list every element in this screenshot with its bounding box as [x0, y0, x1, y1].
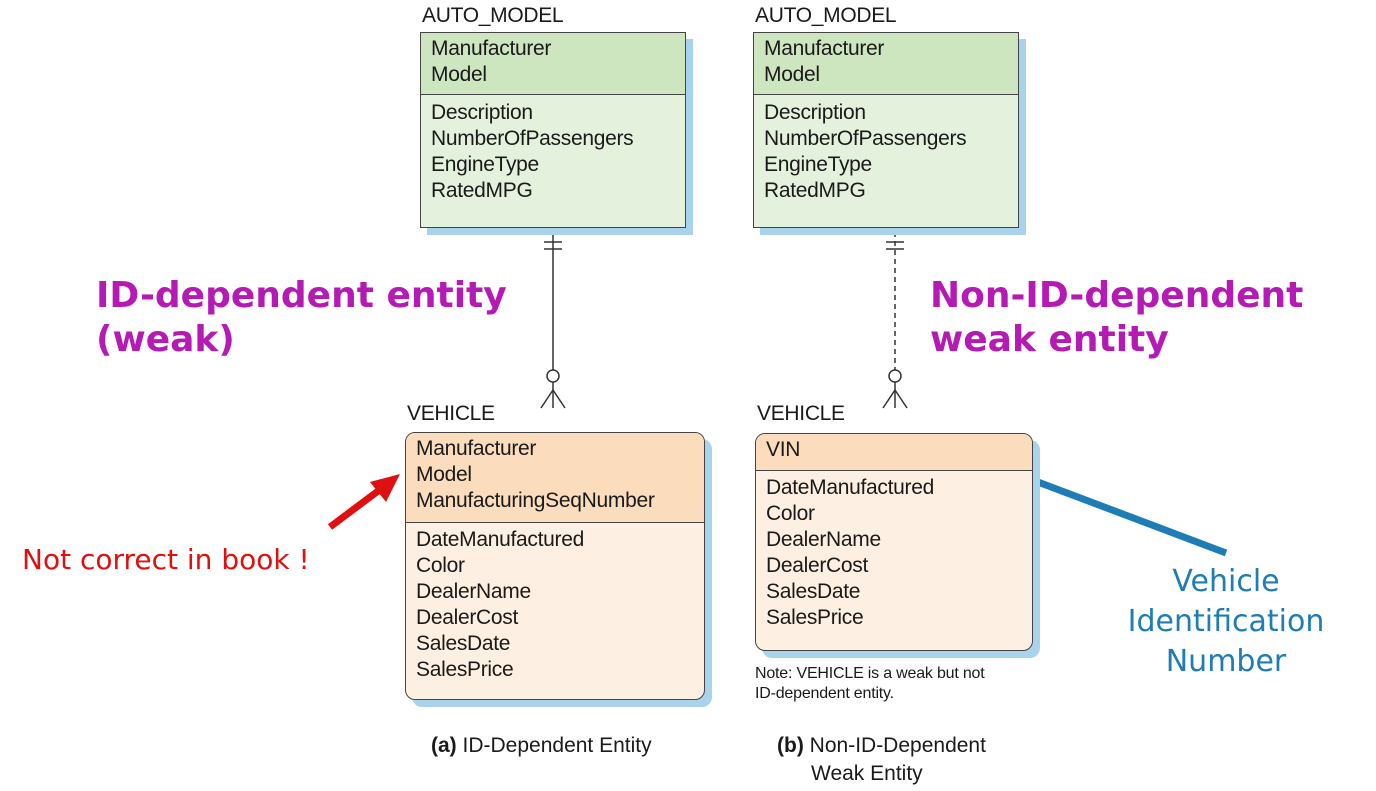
attribute: DealerName — [416, 580, 531, 603]
attribute: SalesPrice — [766, 606, 864, 629]
vehicle-b-key-section: VIN — [756, 434, 1032, 471]
note-line: ID-dependent entity. — [755, 685, 894, 702]
vehicle-a-attribute-section: DateManufactured Color DealerName Dealer… — [406, 523, 704, 687]
callout-line: weak entity — [930, 319, 1169, 360]
auto-model-b-key-section: Manufacturer Model — [754, 33, 1018, 95]
vehicle-a-key-section: Manufacturer Model ManufacturingSeqNumbe… — [406, 433, 704, 523]
note-line: Note: VEHICLE is a weak but not — [755, 665, 985, 682]
attribute: Model — [431, 63, 487, 86]
auto-model-b-entity: Manufacturer Model Description NumberOfP… — [753, 32, 1019, 228]
attribute: Color — [416, 554, 465, 577]
vehicle-b-entity: VIN DateManufactured Color DealerName De… — [755, 433, 1033, 651]
attribute: EngineType — [764, 153, 872, 176]
attribute: VIN — [766, 438, 801, 461]
attribute: DealerCost — [416, 606, 519, 629]
attribute: DealerName — [766, 528, 881, 551]
attribute: RatedMPG — [431, 179, 533, 202]
auto-model-b-attribute-section: Description NumberOfPassengers EngineTyp… — [754, 95, 1018, 208]
attribute: DealerCost — [766, 554, 869, 577]
callout-line: (weak) — [96, 319, 235, 360]
attribute: Description — [431, 101, 533, 124]
attribute: Manufacturer — [416, 437, 537, 460]
attribute: DateManufactured — [416, 528, 584, 551]
attribute: Model — [764, 63, 820, 86]
attribute: NumberOfPassengers — [764, 127, 967, 150]
attribute: Model — [416, 463, 472, 486]
attribute: ManufacturingSeqNumber — [416, 489, 655, 512]
auto-model-a-entity: Manufacturer Model Description NumberOfP… — [420, 32, 686, 228]
attribute: SalesDate — [416, 632, 511, 655]
vin-line: Number — [1165, 644, 1287, 679]
caption-a: (a) ID-Dependent Entity — [431, 732, 652, 760]
vehicle-b-attribute-section: DateManufactured Color DealerName Dealer… — [756, 471, 1032, 635]
callout-line: Non-ID-dependent — [930, 275, 1304, 316]
attribute: EngineType — [431, 153, 539, 176]
non-identifying-relationship-line — [882, 232, 908, 409]
vin-explanation: Vehicle Identification Number — [1100, 562, 1352, 682]
auto-model-a-attribute-section: Description NumberOfPassengers EngineTyp… — [421, 95, 685, 208]
caption-b-text-line2: Weak Entity — [811, 762, 923, 785]
vin-line: Identification — [1127, 604, 1325, 639]
id-dependent-callout: ID-dependent entity (weak) — [96, 274, 507, 362]
vehicle-a-title: VEHICLE — [407, 402, 495, 425]
vin-line: Vehicle — [1172, 564, 1280, 599]
red-arrow — [327, 474, 400, 530]
identifying-relationship-line — [540, 232, 566, 409]
attribute: DateManufactured — [766, 476, 934, 499]
attribute: Color — [766, 502, 815, 525]
caption-b-text-line1: Non-ID-Dependent — [809, 734, 986, 757]
caption-b: (b) Non-ID-Dependent Weak Entity — [777, 732, 986, 788]
attribute: Manufacturer — [431, 37, 552, 60]
caption-a-prefix: (a) — [431, 734, 457, 757]
attribute: NumberOfPassengers — [431, 127, 634, 150]
auto-model-a-title: AUTO_MODEL — [422, 4, 564, 27]
caption-b-prefix: (b) — [777, 734, 804, 757]
attribute: SalesDate — [766, 580, 861, 603]
vehicle-b-title: VEHICLE — [757, 402, 845, 425]
not-correct-label: Not correct in book ! — [22, 543, 310, 576]
callout-line: ID-dependent entity — [96, 275, 507, 316]
attribute: Manufacturer — [764, 37, 885, 60]
attribute: RatedMPG — [764, 179, 866, 202]
auto-model-b-title: AUTO_MODEL — [755, 4, 897, 27]
non-id-dependent-callout: Non-ID-dependent weak entity — [930, 274, 1303, 362]
caption-a-text: ID-Dependent Entity — [462, 734, 652, 757]
attribute: Description — [764, 101, 866, 124]
auto-model-a-key-section: Manufacturer Model — [421, 33, 685, 95]
note-text: Note: VEHICLE is a weak but not ID-depen… — [755, 664, 985, 704]
attribute: SalesPrice — [416, 658, 514, 681]
vehicle-a-entity: Manufacturer Model ManufacturingSeqNumbe… — [405, 432, 705, 700]
